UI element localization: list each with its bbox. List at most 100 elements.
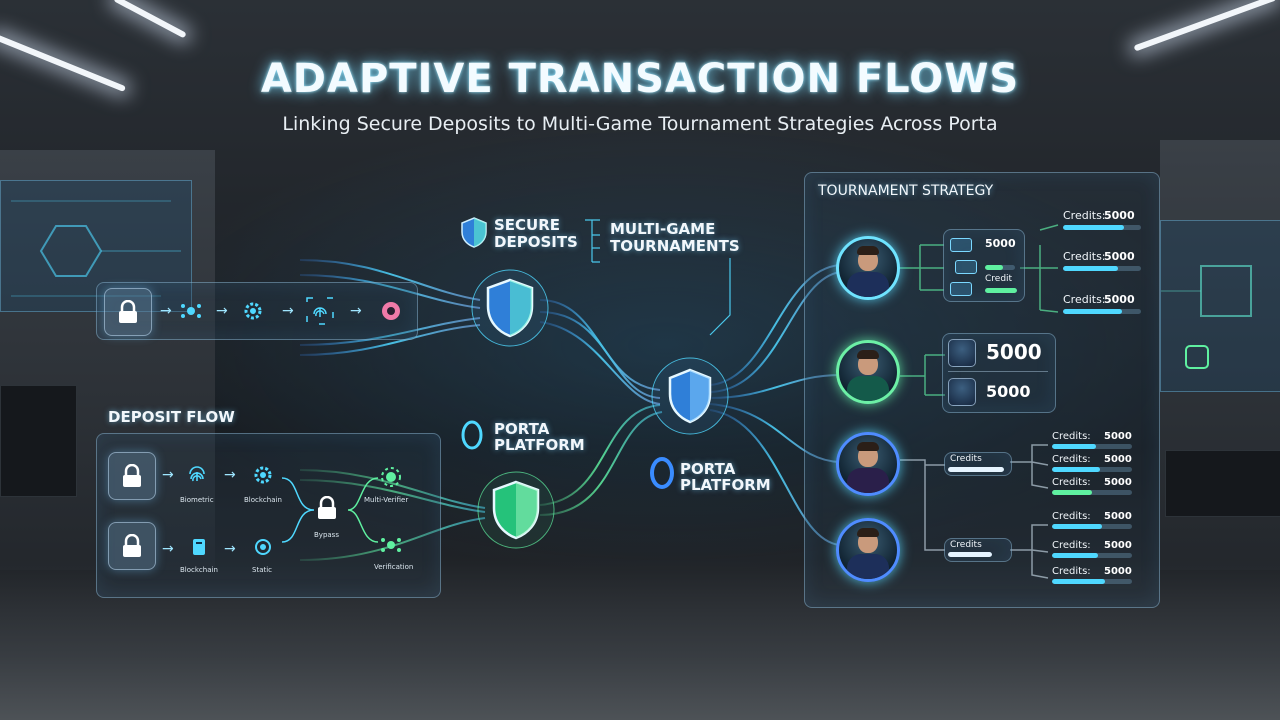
credit-value: 5000 xyxy=(1104,431,1132,442)
multi-game-label-line2: TOURNAMENTS xyxy=(610,237,740,255)
credit-label: Credits: xyxy=(1052,477,1091,488)
group1-slot-value: 5000 xyxy=(985,237,1016,250)
document-icon xyxy=(188,536,210,558)
flower-icon xyxy=(378,298,404,324)
deposit-node-label: Static xyxy=(252,566,273,574)
slot xyxy=(955,260,977,274)
credit-label: Credits: xyxy=(1052,431,1091,442)
flow-bracket xyxy=(347,477,379,543)
group3-credits-label: Credits xyxy=(950,454,982,464)
credit-label: Credits: xyxy=(1052,454,1091,465)
group3-box-b xyxy=(944,538,1012,562)
group1-slot-value: Credit xyxy=(985,274,1013,284)
group3-credits-label: Credits xyxy=(950,540,982,550)
shield-icon xyxy=(651,357,729,435)
credit-bar xyxy=(1052,467,1132,472)
credit-value: 5000 xyxy=(1104,477,1132,488)
avatar xyxy=(836,518,900,582)
arrow-icon: → xyxy=(160,303,172,319)
arrow-icon: → xyxy=(350,303,362,319)
credit-bar xyxy=(1052,524,1132,529)
server-rack-right xyxy=(1165,450,1280,517)
deposit-node-label: Biometric xyxy=(180,496,214,504)
portal-ring-icon xyxy=(650,457,674,489)
network-icon xyxy=(180,300,202,322)
avatar xyxy=(836,432,900,496)
deposit-node-label: Bypass xyxy=(314,531,339,539)
group3-credits-bar xyxy=(948,467,1004,472)
credit-bar xyxy=(1063,225,1141,230)
porta-platform-label-2-line2: PLATFORM xyxy=(680,476,771,494)
lock-icon xyxy=(108,452,156,500)
credit-value: 5000 xyxy=(1104,540,1132,551)
credit-label: Credits: xyxy=(1063,250,1106,263)
group2-value-b: 5000 xyxy=(986,382,1031,401)
deposit-node-label: Multi-Verifier xyxy=(364,496,409,504)
gear-icon xyxy=(252,536,274,558)
deposit-flow-title: DEPOSIT FLOW xyxy=(108,408,235,426)
porta-platform-label-2-line1: PORTA xyxy=(680,460,736,478)
slot xyxy=(950,238,972,252)
group1-slot-bar xyxy=(985,265,1015,270)
group1-slot-bar xyxy=(985,288,1017,293)
portal-ring-icon xyxy=(461,420,483,450)
side-monitor-right xyxy=(1160,220,1280,392)
credit-bar xyxy=(1052,444,1132,449)
page-subtitle: Linking Secure Deposits to Multi-Game To… xyxy=(282,113,998,135)
secure-deposits-label-line1: SECURE xyxy=(494,216,561,234)
deposit-node-label: Blockchain xyxy=(180,566,218,574)
group2-value-a: 5000 xyxy=(986,340,1042,364)
arrow-icon: → xyxy=(216,303,228,319)
flow-bracket xyxy=(281,477,315,543)
credit-label: Credits: xyxy=(1063,293,1106,306)
lock-icon xyxy=(104,288,152,336)
credit-value: 5000 xyxy=(1104,209,1135,222)
credit-value: 5000 xyxy=(1104,250,1135,263)
credit-label: Credits: xyxy=(1052,511,1091,522)
page-title: ADAPTIVE TRANSACTION FLOWS xyxy=(260,56,1020,102)
credit-bar xyxy=(1063,266,1141,271)
shield-icon xyxy=(477,471,555,549)
floor xyxy=(0,560,1280,720)
multi-game-label-line1: MULTI-GAME xyxy=(610,220,716,238)
group3-box-a xyxy=(944,452,1012,476)
credit-value: 5000 xyxy=(1104,293,1135,306)
secure-deposits-label-line2: DEPOSITS xyxy=(494,233,578,251)
lock-icon xyxy=(108,522,156,570)
server-rack-left xyxy=(0,385,77,497)
credit-label: Credits: xyxy=(1063,209,1106,222)
credit-bar xyxy=(1063,309,1141,314)
avatar xyxy=(836,236,900,300)
arrow-icon: → xyxy=(162,541,174,557)
tournament-strategy-title: TOURNAMENT STRATEGY xyxy=(818,183,994,199)
gear-icon xyxy=(242,300,264,322)
fingerprint-icon xyxy=(186,464,208,486)
deposit-node-label: Verification xyxy=(374,563,414,571)
shield-icon xyxy=(461,217,487,248)
arrow-icon: → xyxy=(282,303,294,319)
left-wall xyxy=(0,150,215,570)
deposit-flow-panel xyxy=(96,433,441,598)
porta-platform-label-1-line2: PLATFORM xyxy=(494,436,585,454)
fingerprint-icon xyxy=(305,296,335,326)
arrow-icon: → xyxy=(162,467,174,483)
credit-value: 5000 xyxy=(1104,454,1132,465)
credit-value: 5000 xyxy=(1104,511,1132,522)
lock-icon xyxy=(313,494,341,522)
gear-icon xyxy=(252,464,274,486)
network-icon xyxy=(380,534,402,556)
credit-bar xyxy=(1052,490,1132,495)
credit-label: Credits: xyxy=(1052,566,1091,577)
shield-icon xyxy=(471,269,549,347)
divider xyxy=(948,371,1048,372)
avatar xyxy=(836,340,900,404)
circuit-graphic xyxy=(11,200,181,297)
side-monitor-left xyxy=(0,180,192,312)
porta-platform-label-1-line1: PORTA xyxy=(494,420,550,438)
credit-label: Credits: xyxy=(1052,540,1091,551)
avatar xyxy=(948,339,976,367)
avatar xyxy=(948,378,976,406)
credit-value: 5000 xyxy=(1104,566,1132,577)
credit-bar xyxy=(1052,579,1132,584)
